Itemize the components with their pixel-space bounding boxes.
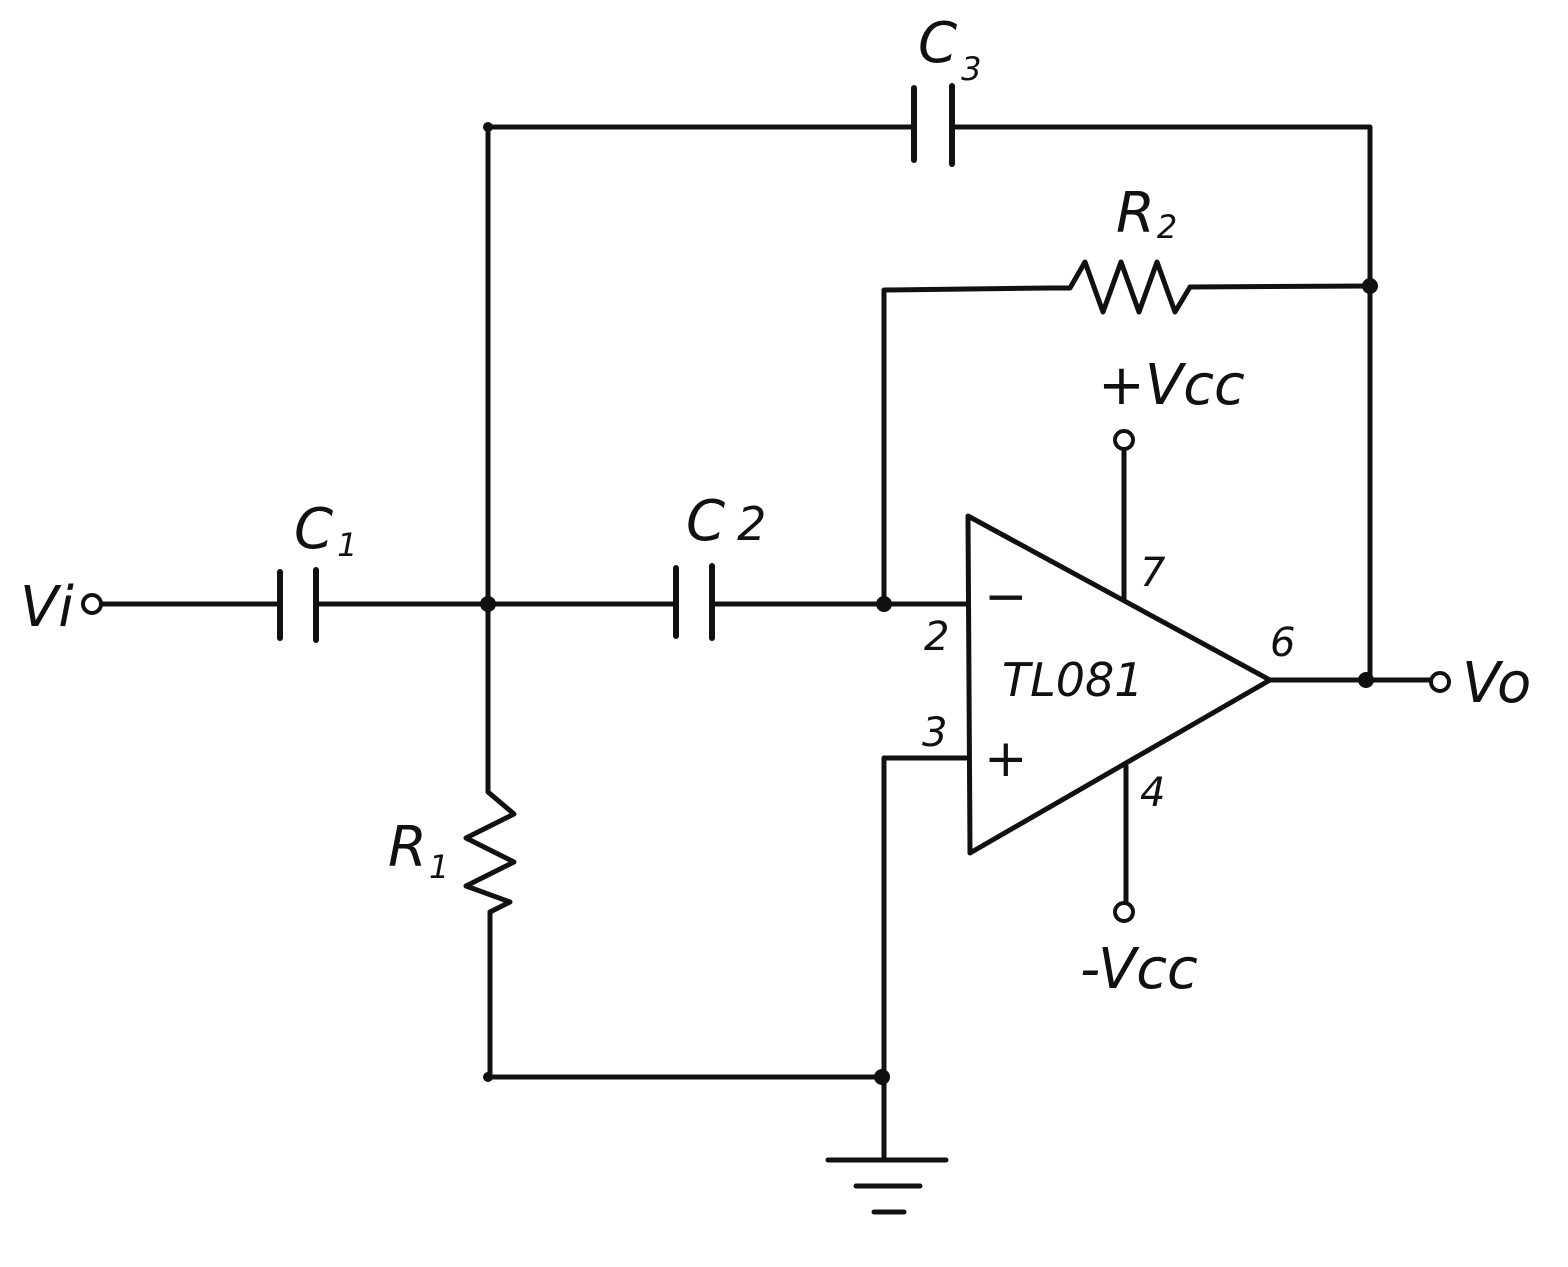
junction-node <box>876 596 892 612</box>
opamp-body <box>965 513 1273 856</box>
junction-node <box>1358 672 1374 688</box>
junction-node <box>483 122 493 132</box>
noninverting-wire <box>881 755 969 1163</box>
vcc-plus-label: +Vcc <box>1098 353 1245 418</box>
vi-label: Vi <box>20 575 74 640</box>
ground-symbol <box>825 1157 949 1215</box>
resistor-r2 <box>1047 259 1193 315</box>
pin-v-plus: 7 <box>1140 550 1166 596</box>
pin-v-minus: 4 <box>1140 770 1165 816</box>
junction-node <box>480 596 496 612</box>
pin-output: 6 <box>1270 620 1295 666</box>
vcc-minus-label: -Vcc <box>1080 937 1198 1002</box>
capacitor-c1 <box>277 567 319 643</box>
vo-terminal <box>1429 671 1451 693</box>
pin-noninverting: 3 <box>922 710 947 756</box>
r2-branch <box>881 283 1373 607</box>
pin-inverting: 2 <box>924 614 949 660</box>
inverting-sign: − <box>984 567 1028 627</box>
vcc-minus-terminal <box>1113 901 1135 923</box>
junction-node <box>874 1069 890 1085</box>
junction-node <box>1362 278 1378 294</box>
vcc-plus-terminal <box>1113 429 1135 451</box>
junction-node <box>483 1072 493 1082</box>
capacitor-c3 <box>911 83 955 167</box>
capacitor-c2 <box>673 563 715 641</box>
r2-label: R2 <box>1116 181 1177 246</box>
resistor-r1 <box>463 779 517 915</box>
vo-label: Vo <box>1462 651 1531 716</box>
noninverting-sign: + <box>984 729 1028 789</box>
vi-terminal <box>81 593 103 615</box>
r1-branch <box>485 601 885 1080</box>
opamp-label: TL081 <box>1002 653 1144 707</box>
r1-label: R1 <box>388 815 449 886</box>
